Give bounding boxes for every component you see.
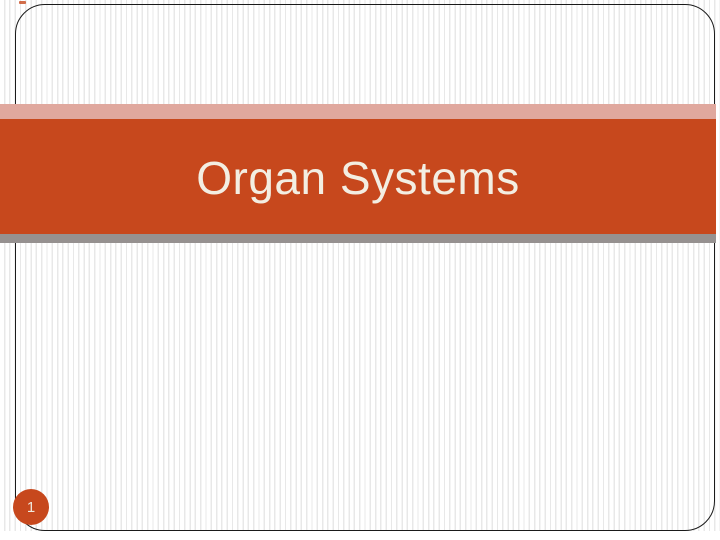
page-number: 1 (26, 498, 36, 516)
banner-top-strip (0, 104, 716, 119)
slide-frame-border (15, 4, 715, 531)
banner-shadow-strip (0, 234, 716, 243)
page-number-badge: 1 (13, 489, 49, 525)
top-left-accent-mark (19, 1, 26, 4)
banner-main-band: Organ Systems (0, 119, 716, 234)
slide-title: Organ Systems (196, 151, 520, 204)
title-banner: Organ Systems (0, 104, 716, 243)
